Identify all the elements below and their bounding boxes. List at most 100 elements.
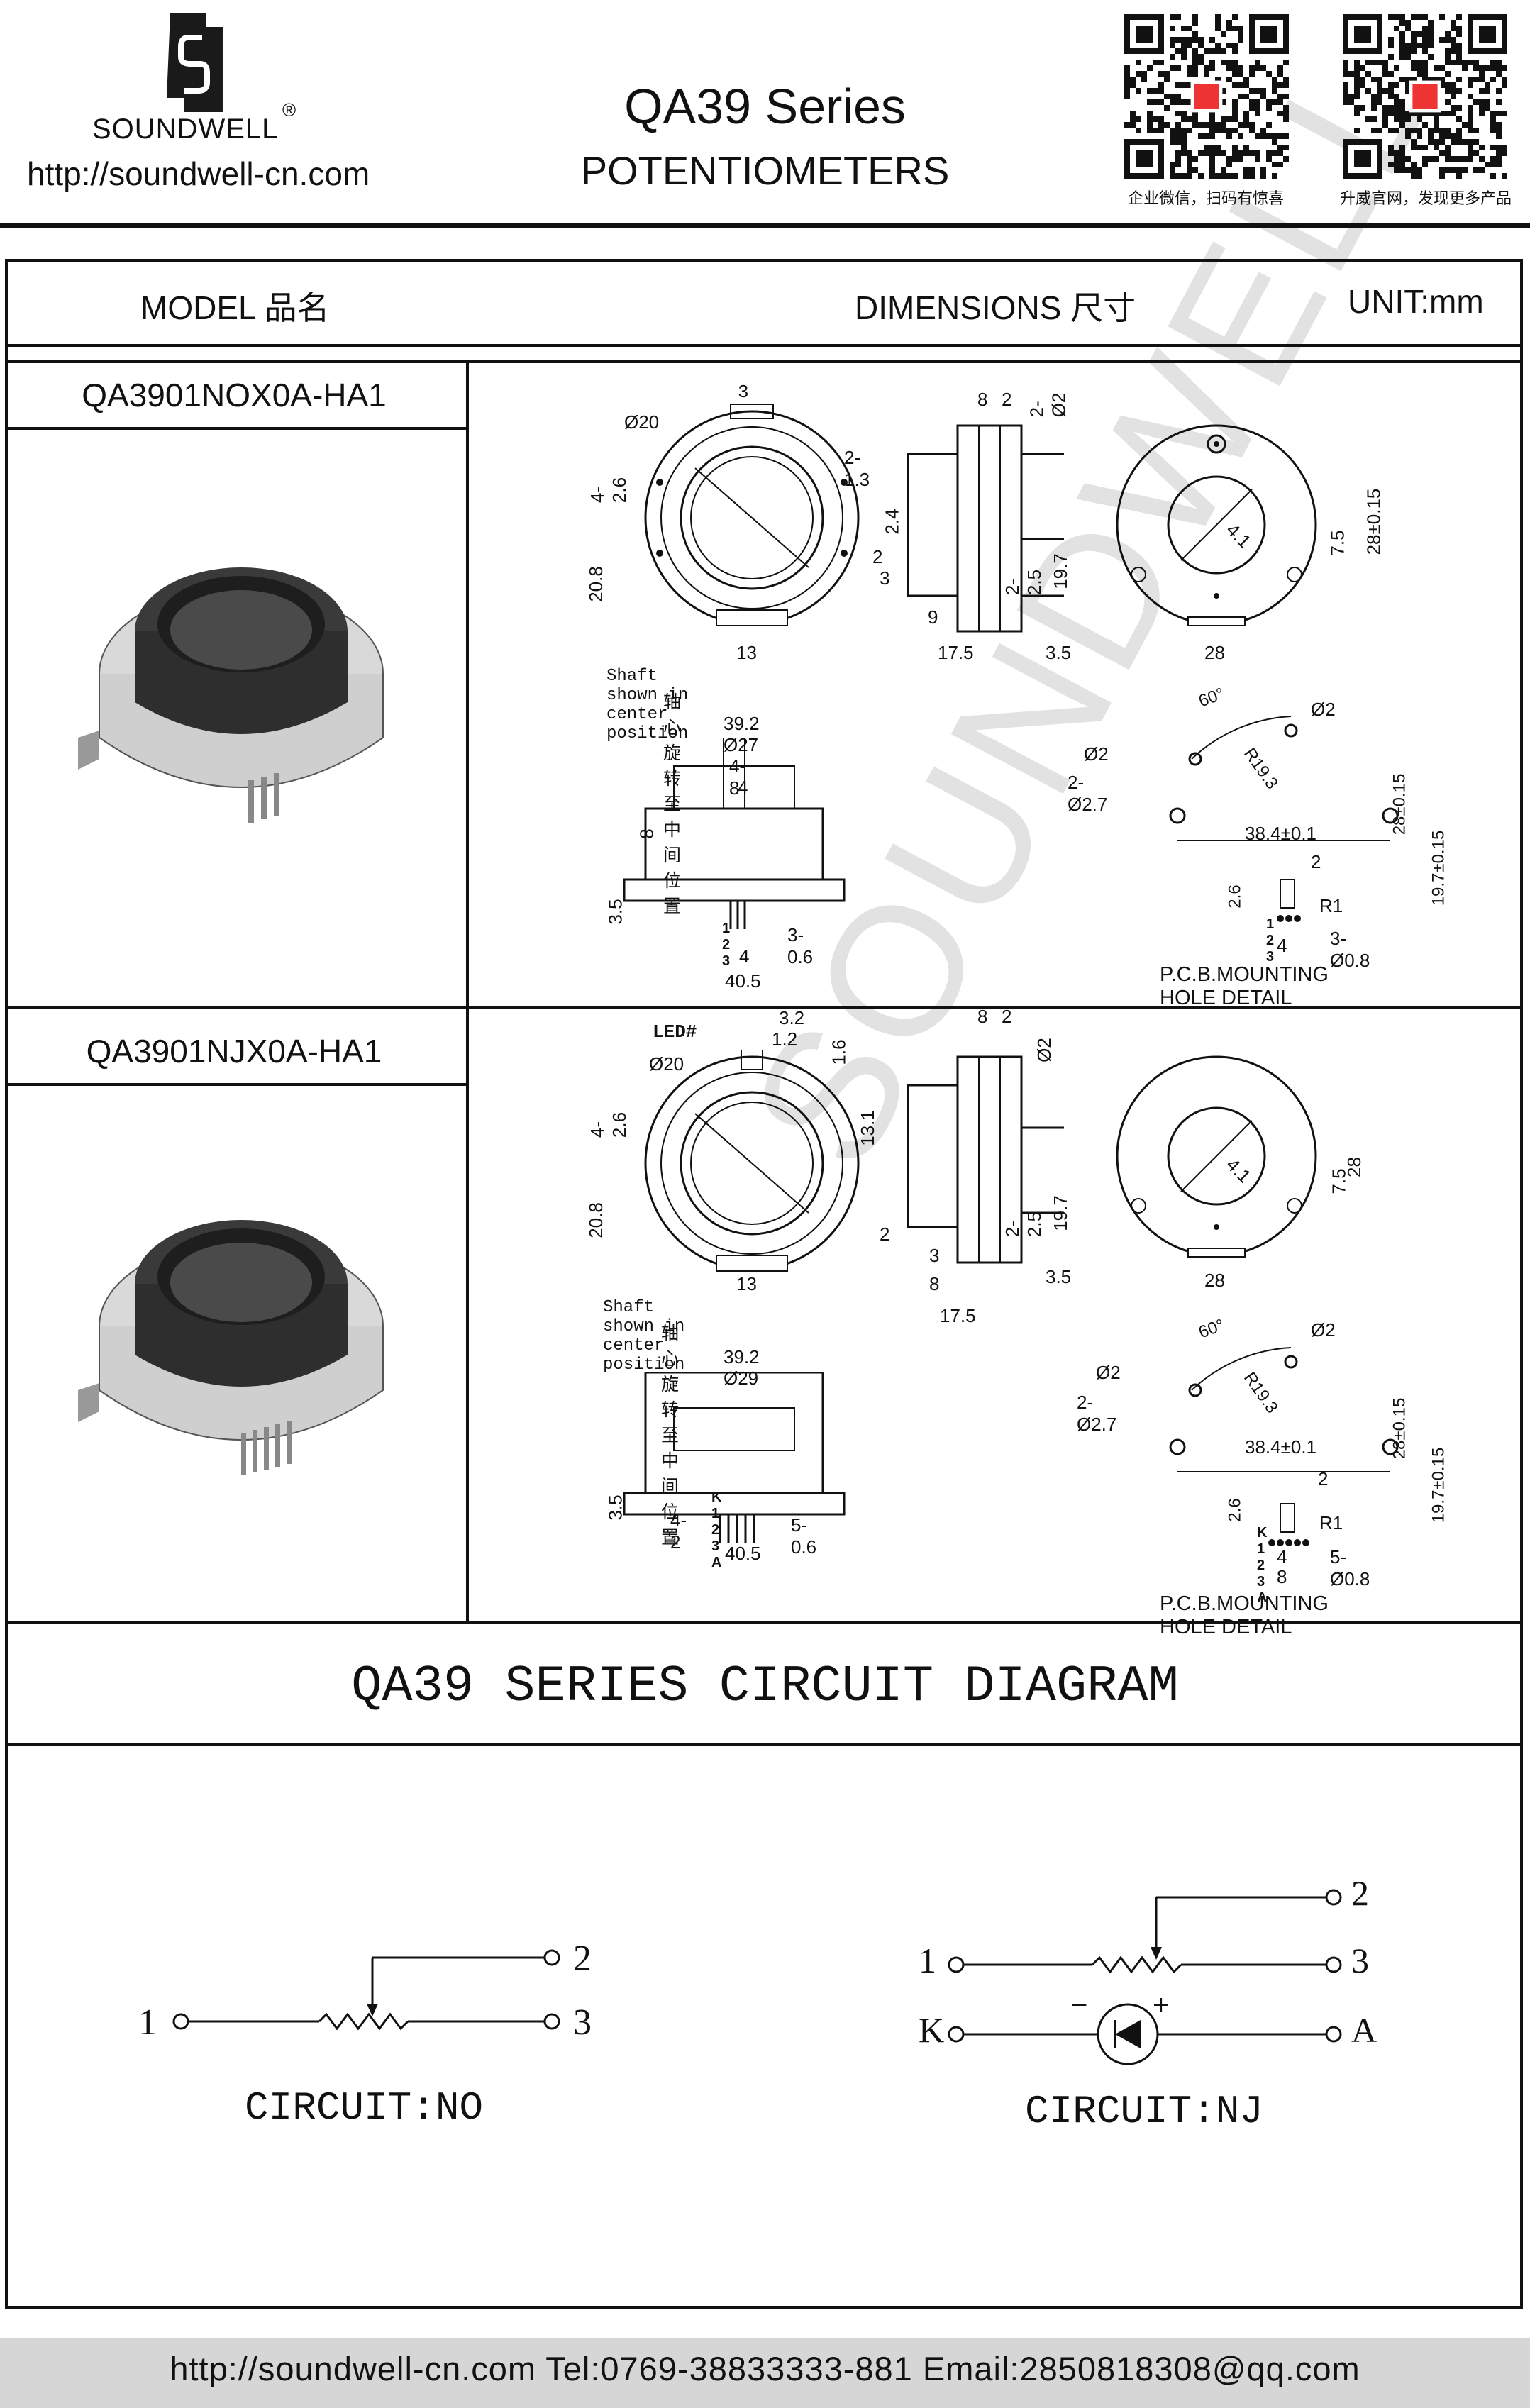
dim-label: 2 <box>1002 389 1012 410</box>
back-view-2 <box>1116 1055 1317 1258</box>
dim-label: 2-Ø2 <box>1026 392 1070 418</box>
table-divider <box>5 1743 1523 1746</box>
pin-numbers: 1 2 3 <box>722 921 731 969</box>
dim-label: 8 <box>977 1006 988 1027</box>
led-plus-label: + <box>1153 1990 1170 2021</box>
qr-caption-website: 升威官网，发现更多产品 <box>1339 189 1512 207</box>
dim-label: Ø2 <box>1311 1319 1336 1341</box>
model-column-label: MODEL 品名 <box>140 289 330 326</box>
dim-label: 2-Ø2.7 <box>1068 772 1108 815</box>
dim-label: 19.7 <box>1049 553 1071 589</box>
dim-label: 40.5 <box>725 970 761 992</box>
dim-label: 17.5 <box>940 1305 976 1326</box>
dim-label: Ø2 <box>1096 1362 1121 1383</box>
pin-label: K <box>919 2010 945 2050</box>
dim-label: 2.4 <box>881 509 903 535</box>
dim-label: Ø2 <box>1084 743 1109 765</box>
page-subtitle: POTENTIOMETERS <box>580 148 950 193</box>
dim-label: 13 <box>736 1273 757 1294</box>
dim-label: 2 <box>1318 1468 1329 1489</box>
dim-label: 39.2 <box>724 713 760 734</box>
dim-label: 39.2 <box>724 1346 760 1367</box>
dimensions-column-label: DIMENSIONS 尺寸 <box>855 289 1136 326</box>
unit-label: UNIT:mm <box>1348 283 1484 320</box>
dim-label: 3 <box>929 1245 940 1266</box>
table-divider <box>5 360 1523 363</box>
dim-label: 1.6 <box>828 1039 850 1065</box>
page-title: QA39 Series <box>624 79 906 134</box>
dim-label: 4-8 <box>729 755 746 799</box>
qr-code-icon <box>1343 14 1507 179</box>
dim-label: 1.2 <box>772 1028 798 1050</box>
dim-label: 28 <box>1204 1270 1225 1291</box>
dim-label: 13.1 <box>856 1110 878 1146</box>
dim-label: 4-2.6 <box>587 1111 631 1138</box>
dim-label: 3.2 <box>779 1007 805 1028</box>
pin-label: 1 <box>138 2002 157 2043</box>
dim-label: 9 <box>928 606 938 628</box>
dim-label: 4 <box>738 777 748 798</box>
dim-label: 20.8 <box>584 566 606 602</box>
dim-label: 38.4±0.1 <box>1245 1436 1317 1458</box>
dim-label: 4-2.6 <box>587 477 631 504</box>
dim-label: 4 <box>1277 935 1287 956</box>
dim-label: 2.6 <box>1225 884 1245 909</box>
dim-label: 3.5 <box>604 1494 626 1521</box>
dim-label: 17.5 <box>938 642 974 663</box>
circuit-no-diagram <box>172 1949 560 2031</box>
product-photo-2 <box>78 1220 384 1475</box>
top-view-1 <box>623 738 846 929</box>
pin-label: 2 <box>573 1938 592 1979</box>
dim-label: 3.5 <box>1046 1266 1072 1287</box>
table-divider <box>5 344 1523 347</box>
soundwell-logo <box>167 13 223 112</box>
front-view-1 <box>644 404 860 626</box>
dim-label: 5-0.6 <box>791 1514 817 1558</box>
qr-code-icon <box>1124 14 1289 179</box>
header-website[interactable]: http://soundwell-cn.com <box>27 155 370 192</box>
dim-label: 2 <box>1002 1006 1012 1027</box>
table-divider <box>5 1006 1523 1009</box>
shaft-note-cn: 轴心旋转至中间位置 <box>661 1324 680 1548</box>
shaft-note-en: Shaft shown in center position <box>603 1298 685 1375</box>
dim-label: 19.7±0.15 <box>1429 1447 1448 1524</box>
dim-label: Ø2 <box>1311 699 1336 720</box>
pin-label: 3 <box>1351 1941 1369 1980</box>
dim-label: 38.4±0.1 <box>1245 823 1317 844</box>
circuit-no-caption: CIRCUIT:NO <box>245 2085 484 2131</box>
shaft-note-en: Shaft shown in center position <box>606 667 689 743</box>
dim-label: 20.8 <box>584 1202 606 1238</box>
front-view-2 <box>644 1050 860 1272</box>
dim-label: R1 <box>1319 1512 1343 1533</box>
spec-table <box>5 259 1523 2309</box>
dim-label: 2-1.3 <box>844 447 870 490</box>
led-label: LED# <box>653 1021 697 1043</box>
dim-label: Ø20 <box>649 1053 684 1075</box>
model-name-2: QA3901NJX0A-HA1 <box>86 1033 382 1070</box>
dim-label: 3-Ø0.8 <box>1330 928 1370 971</box>
pin-label: A <box>1351 2010 1377 2050</box>
pin-label: 3 <box>573 2002 592 2043</box>
brand-name: SOUNDWELL <box>92 113 279 145</box>
circuit-nj-caption: CIRCUIT:NJ <box>1025 2089 1264 2134</box>
table-divider <box>5 427 466 430</box>
dim-label: 2-Ø2.7 <box>1077 1392 1117 1435</box>
pin-numbers: K 1 2 3 A <box>1257 1525 1268 1606</box>
registered-mark: ® <box>282 99 296 121</box>
dim-label: 13 <box>736 642 757 663</box>
qr-caption-wechat: 企业微信，扫码有惊喜 <box>1127 189 1284 207</box>
pin-label: 1 <box>919 1941 936 1980</box>
pcb-caption: P.C.B.MOUNTING HOLE DETAIL <box>1160 963 1329 1009</box>
dim-label: 8 <box>977 389 988 410</box>
dim-label: 3.5 <box>604 899 626 925</box>
top-view-2 <box>623 1372 846 1543</box>
dim-label: Ø27 <box>724 734 759 755</box>
dim-label: 19.7 <box>1049 1195 1071 1231</box>
footer-bar <box>0 2338 1530 2408</box>
dim-label: R1 <box>1319 895 1343 916</box>
dim-label: 2.6 <box>1225 1498 1245 1522</box>
dim-label: 5-Ø0.8 <box>1330 1546 1370 1589</box>
dim-label: 3.5 <box>1046 642 1072 663</box>
pcb-detail-1 <box>1169 716 1399 922</box>
dim-label: Ø29 <box>724 1367 759 1389</box>
